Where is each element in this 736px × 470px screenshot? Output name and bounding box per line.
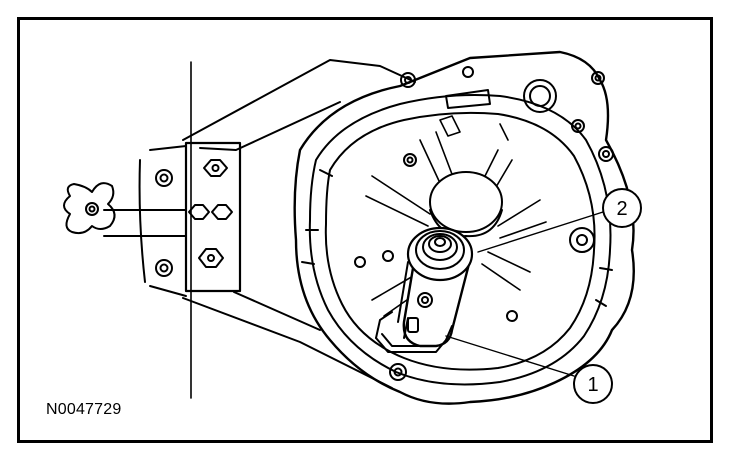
callout-2-leader (477, 211, 604, 253)
center-hub (429, 171, 503, 238)
callout-1-number: 1 (587, 374, 598, 396)
mounting-plate (184, 141, 242, 293)
adjusting-knob (63, 182, 116, 235)
support-bracket (103, 59, 416, 389)
special-tool (375, 226, 474, 353)
callout-1-leader (445, 335, 575, 377)
figure-id-label: N0047729 (46, 401, 122, 418)
transaxle-housing (293, 50, 635, 405)
callout-2-circle (602, 188, 642, 228)
callout-2-number: 2 (616, 198, 627, 220)
callout-1-circle (573, 364, 613, 404)
